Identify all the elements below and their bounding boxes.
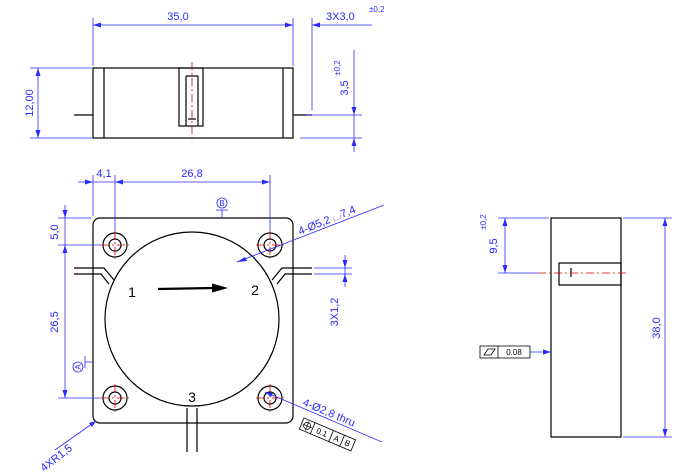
dim-top-pin: 3X3,0 — [326, 11, 355, 23]
signal-arrow-line — [157, 286, 215, 291]
top-view-slot — [178, 67, 204, 127]
flatness-icon — [483, 348, 496, 356]
datum-a-label: A — [74, 364, 83, 370]
dim-counterbore: 4-Ø5,2 ⌴7,4 — [297, 204, 358, 238]
side-view — [538, 217, 628, 438]
front-view-dimensions: 4,1 26,8 B 5,0 26,5 A 4XR1,5 3X1,2 — [38, 168, 385, 474]
dim-top-pin-height: 3,5 — [339, 80, 351, 95]
mounting-hole-bottom-left — [101, 384, 129, 412]
port-label-3: 3 — [188, 389, 196, 405]
dim-left-offset: 4,1 — [96, 168, 111, 180]
mounting-hole-top-right — [256, 231, 284, 259]
side-view-body — [550, 217, 622, 438]
port-label-1: 1 — [128, 284, 136, 300]
side-view-pin-slot — [558, 262, 622, 286]
front-view-body — [92, 217, 294, 424]
dim-corner-radius: 4XR1,5 — [38, 442, 74, 474]
position-value: 0.1 — [315, 426, 329, 439]
dim-top-height: 12,00 — [24, 89, 36, 117]
datum-b-label: B — [219, 199, 224, 208]
port-2-tab — [271, 267, 312, 285]
port-1-tab — [74, 267, 115, 285]
dim-pin-width: 3X1,2 — [329, 298, 341, 327]
port-3-tab — [186, 408, 198, 452]
dim-hole-spacing-h: 26,8 — [181, 168, 202, 180]
position-tolerance-frame: 0.1 A B — [298, 417, 357, 452]
port-label-2: 2 — [251, 282, 259, 298]
front-view: 1 2 3 — [74, 217, 312, 452]
signal-arrow-head — [212, 283, 228, 293]
dim-top-width: 35,0 — [167, 11, 188, 23]
top-view-body — [92, 67, 294, 139]
flatness-value: 0.08 — [506, 348, 522, 357]
dim-hole-top: 5,0 — [49, 224, 61, 239]
side-view-dimensions: 38,0 9,5 ±0,2 0.08 — [479, 214, 672, 438]
circulator-disc — [104, 231, 280, 407]
position-ref-a: A — [332, 434, 341, 445]
dim-top-pin-height-tol: ±0,2 — [333, 60, 342, 76]
top-view-dimensions: 35,0 3X3,0 ±0,2 12,00 3,5 ±0,2 — [24, 5, 385, 152]
dim-hole-spacing-v: 26,5 — [49, 311, 61, 332]
position-ref-b: B — [343, 438, 351, 448]
dim-side-height: 38,0 — [651, 317, 663, 338]
mounting-hole-top-left — [101, 231, 129, 259]
top-view — [74, 62, 312, 140]
dim-top-pin-tol: ±0,2 — [369, 5, 385, 14]
dim-side-pin-tol: ±0,2 — [479, 214, 488, 230]
flatness-tolerance-frame: 0.08 — [479, 345, 531, 359]
dim-side-pin-pos: 9,5 — [488, 238, 500, 253]
